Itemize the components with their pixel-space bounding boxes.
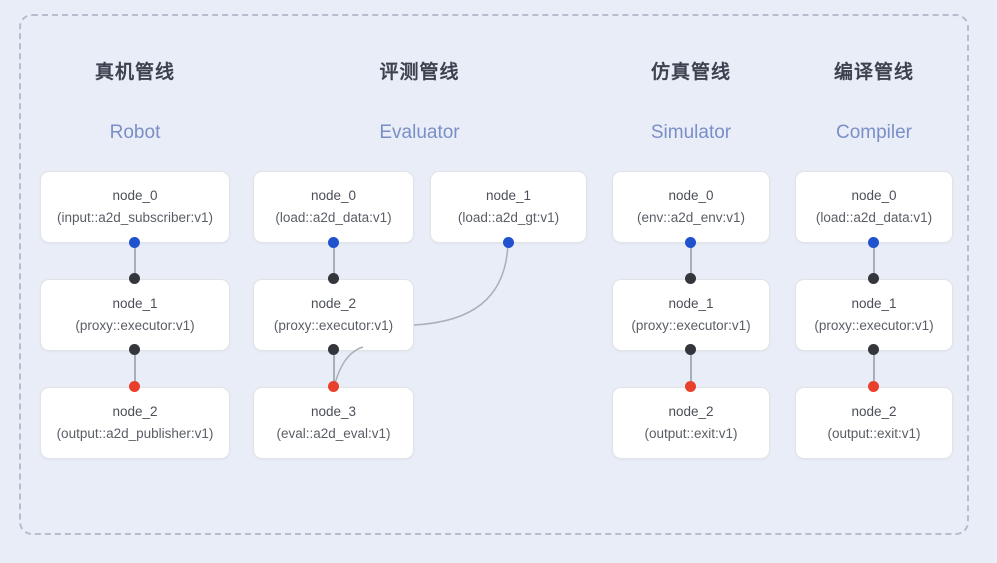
edge-simulator-1-2 [690,350,692,387]
port-input-compiler-node-2[interactable] [868,381,879,392]
node-label-name: node_0 [112,188,158,203]
port-input-robot-node-1[interactable] [129,273,140,284]
port-output-robot-node-1[interactable] [129,344,140,355]
node-label-spec: (proxy::executor:v1) [273,318,394,333]
column-title-cn-robot: 真机管线 [94,62,175,83]
node-label-spec: (load::a2d_gt:v1) [457,210,560,225]
port-input-robot-node-2[interactable] [129,381,140,392]
edge-robot-0-1 [134,242,136,279]
column-title-en-compiler: Compiler [835,122,913,143]
edge-simulator-0-1 [690,242,692,279]
port-output-evaluator-node-1[interactable] [503,237,514,248]
port-input-evaluator-node-3[interactable] [328,381,339,392]
edge-robot-1-2 [134,350,136,387]
node-robot-node-0[interactable]: node_0 (input::a2d_subscriber:v1) [40,171,230,243]
node-evaluator-node-0[interactable]: node_0 (load::a2d_data:v1) [253,171,414,243]
edge-compiler-0-1 [873,242,875,279]
node-label-name: node_2 [668,404,714,419]
node-robot-node-2[interactable]: node_2 (output::a2d_publisher:v1) [40,387,230,459]
node-label-spec: (output::a2d_publisher:v1) [56,426,214,441]
column-header-compiler: 编译管线 Compiler [795,60,953,146]
port-output-compiler-node-1[interactable] [868,344,879,355]
column-header-simulator: 仿真管线 Simulator [612,60,770,146]
node-label-name: node_1 [668,296,714,311]
column-header-robot: 真机管线 Robot [40,60,230,146]
port-output-evaluator-node-2[interactable] [328,344,339,355]
port-output-robot-node-0[interactable] [129,237,140,248]
node-label-name: node_3 [310,404,357,419]
edge-evaluator-0-2 [333,242,335,279]
node-compiler-node-1[interactable]: node_1 (proxy::executor:v1) [795,279,953,351]
node-label-name: node_0 [310,188,357,203]
node-label-spec: (load::a2d_data:v1) [815,210,933,225]
port-input-simulator-node-1[interactable] [685,273,696,284]
column-header-evaluator: 评测管线 Evaluator [253,60,586,146]
port-output-simulator-node-0[interactable] [685,237,696,248]
column-title-en-simulator: Simulator [650,122,732,143]
column-title-en-robot: Robot [109,122,161,143]
node-label-name: node_0 [851,188,897,203]
column-title-cn-simulator: 仿真管线 [650,62,731,83]
node-evaluator-node-2[interactable]: node_2 (proxy::executor:v1) [253,279,414,351]
node-robot-node-1[interactable]: node_1 (proxy::executor:v1) [40,279,230,351]
node-compiler-node-2[interactable]: node_2 (output::exit:v1) [795,387,953,459]
node-label-spec: (env::a2d_env:v1) [636,210,746,225]
column-title-cn-compiler: 编译管线 [833,62,914,83]
node-label-name: node_0 [668,188,714,203]
node-simulator-node-0[interactable]: node_0 (env::a2d_env:v1) [612,171,770,243]
node-simulator-node-1[interactable]: node_1 (proxy::executor:v1) [612,279,770,351]
node-evaluator-node-1[interactable]: node_1 (load::a2d_gt:v1) [430,171,587,243]
node-label-spec: (input::a2d_subscriber:v1) [56,210,214,225]
column-title-cn-evaluator: 评测管线 [379,62,460,83]
port-input-compiler-node-1[interactable] [868,273,879,284]
node-label-name: node_2 [310,296,357,311]
edge-compiler-1-2 [873,350,875,387]
node-label-name: node_2 [851,404,897,419]
node-label-spec: (proxy::executor:v1) [75,318,195,333]
port-input-evaluator-node-2[interactable] [328,273,339,284]
port-output-simulator-node-1[interactable] [685,344,696,355]
node-label-spec: (proxy::executor:v1) [631,318,751,333]
pipeline-group-frame [19,14,969,535]
node-compiler-node-0[interactable]: node_0 (load::a2d_data:v1) [795,171,953,243]
node-evaluator-node-3[interactable]: node_3 (eval::a2d_eval:v1) [253,387,414,459]
node-label-spec: (output::exit:v1) [827,426,921,441]
node-label-name: node_1 [112,296,158,311]
node-label-name: node_1 [851,296,897,311]
node-label-name: node_2 [112,404,158,419]
node-label-spec: (proxy::executor:v1) [814,318,934,333]
port-output-evaluator-node-0[interactable] [328,237,339,248]
port-output-compiler-node-0[interactable] [868,237,879,248]
node-label-name: node_1 [485,188,532,203]
column-title-en-evaluator: Evaluator [379,122,460,143]
node-label-spec: (load::a2d_data:v1) [275,210,392,225]
port-input-simulator-node-2[interactable] [685,381,696,392]
node-label-spec: (output::exit:v1) [644,426,738,441]
node-simulator-node-2[interactable]: node_2 (output::exit:v1) [612,387,770,459]
node-label-spec: (eval::a2d_eval:v1) [276,426,391,441]
